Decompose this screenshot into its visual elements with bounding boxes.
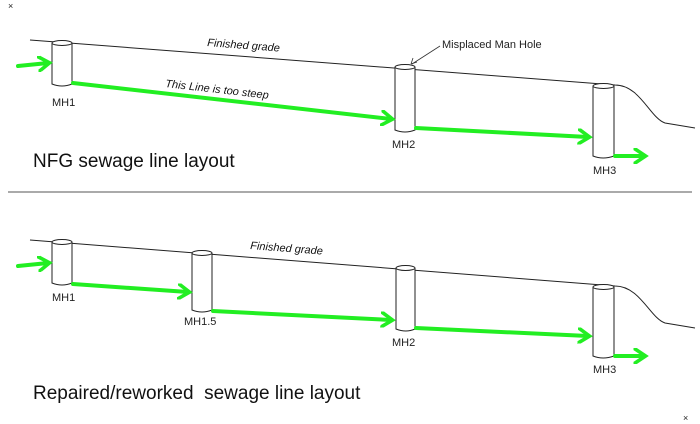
manhole-mh3 [592, 284, 615, 359]
manhole-mh1 [51, 40, 73, 87]
finished-grade-line [29, 39, 696, 129]
mh-label: MH2 [392, 139, 415, 151]
pipe-mh2-mh3 [414, 126, 588, 137]
pipe-mh1-5-mh2 [211, 309, 391, 320]
mh-label: MH1 [52, 97, 75, 109]
inflow-arrow [16, 63, 48, 66]
close-icon[interactable]: × [683, 413, 688, 423]
finished-grade-label: Finished grade [207, 37, 280, 55]
mh-label: MH3 [593, 364, 616, 376]
mh-label: MH2 [392, 337, 415, 349]
pipe-mh2-mh3 [414, 326, 588, 336]
manhole-mh1-5 [191, 250, 213, 313]
manhole-mh2 [395, 265, 416, 332]
manhole-mh3 [592, 83, 615, 159]
finished-grade-label: Finished grade [250, 240, 323, 258]
mh-label: MH3 [593, 165, 616, 177]
manhole-mh1 [51, 239, 73, 286]
close-icon[interactable]: × [8, 1, 13, 11]
misplaced-manhole-callout: Misplaced Man Hole [442, 39, 542, 51]
mh-label: MH1 [52, 292, 75, 304]
bottom-panel: Finished grade MH1 MH1.5 MH2 MH3 Repaire… [16, 239, 696, 404]
panel-title: NFG sewage line layout [33, 151, 235, 172]
pipe-mh1-mh1-5 [71, 282, 188, 292]
pipe-mh1-mh2 [71, 81, 391, 119]
inflow-arrow [16, 263, 48, 266]
manhole-mh2 [394, 64, 416, 133]
mh-label: MH1.5 [184, 316, 216, 328]
panel-title: Repaired/reworked sewage line layout [33, 383, 361, 404]
top-panel: Finished grade This Line is too steep Mi… [16, 37, 696, 177]
finished-grade-line [29, 239, 696, 329]
callout-pointer [411, 45, 441, 65]
